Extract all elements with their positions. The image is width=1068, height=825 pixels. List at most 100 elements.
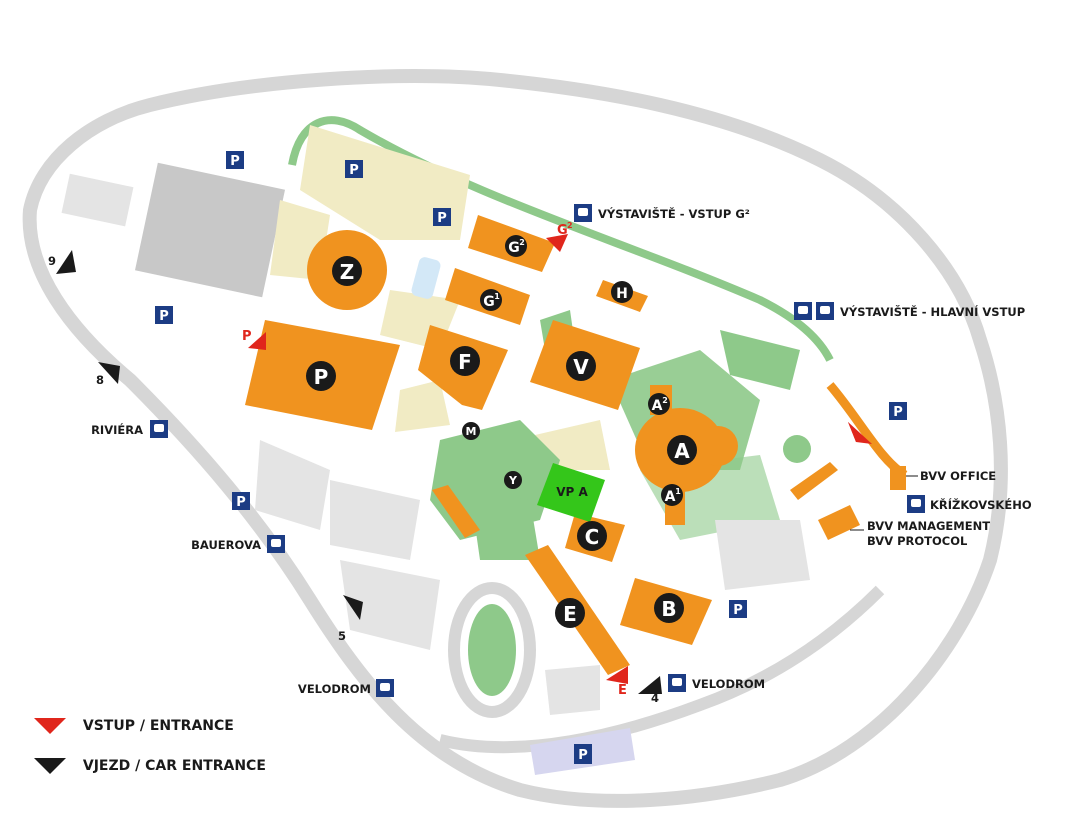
bus-stop-bauerova[interactable] [267,535,285,553]
svg-text:G: G [483,294,495,310]
pond [411,257,441,299]
svg-text:C: C [585,525,600,549]
svg-text:P: P [230,154,240,169]
svg-text:2: 2 [662,396,668,405]
entrance-g2[interactable]: G 2 [546,221,573,252]
legend-car-entrance-text: VJEZD / CAR ENTRANCE [82,758,266,774]
badge-e[interactable]: E [555,598,585,628]
svg-text:P: P [578,748,588,763]
parking-sign[interactable]: P [433,208,451,226]
car-entrance-8[interactable]: 8 [96,362,120,387]
badge-v[interactable]: V [566,351,596,381]
badge-a[interactable]: A [667,435,697,465]
badge-c[interactable]: C [577,521,607,551]
svg-text:G: G [557,223,568,238]
vp-a-field [537,463,605,522]
svg-text:A: A [674,439,690,463]
svg-text:P: P [893,405,903,420]
bus-stop-krizkovskeho[interactable] [907,495,925,513]
stop-label-krizkovskeho: KŘÍŽKOVSKÉHO [930,497,1032,512]
entrance-main[interactable] [848,422,872,444]
legend-car-entrance: VJEZD / CAR ENTRANCE [34,758,266,774]
badge-b[interactable]: B [654,593,684,623]
black-triangle-icon [34,758,66,774]
car-park-light [61,173,134,227]
svg-text:H: H [616,286,628,302]
badge-m[interactable]: M [462,422,480,440]
svg-text:P: P [437,211,447,226]
parking-sign[interactable]: P [889,402,907,420]
vp-a-label: VP A [556,485,588,499]
svg-text:4: 4 [651,691,659,705]
grey-block-1 [255,440,330,530]
svg-text:A: A [665,489,676,505]
svg-text:M: M [466,425,477,438]
parking-sign[interactable]: P [155,306,173,324]
svg-text:V: V [573,355,589,379]
grey-block-2 [330,480,420,560]
legend-entrance-text: VSTUP / ENTRANCE [82,718,234,734]
legend-entrance: VSTUP / ENTRANCE [34,718,234,734]
bus-stop-hlavni[interactable] [816,302,834,320]
svg-text:5: 5 [338,629,346,643]
bvv-management-building [818,505,860,540]
svg-text:2: 2 [519,238,525,247]
green-border-top [288,116,834,362]
svg-text:G: G [508,240,520,256]
bvv-protocol-label: BVV PROTOCOL [867,534,968,548]
svg-text:1: 1 [675,487,681,496]
car-entrance-5[interactable]: 5 [338,595,363,643]
badge-p[interactable]: P [306,361,336,391]
stadium-field [468,604,516,696]
stop-label-hlavni: VÝSTAVIŠTĚ - HLAVNÍ VSTUP [840,304,1025,319]
red-triangle-icon [34,718,66,734]
entrance-p[interactable]: P [242,329,266,350]
beige-zone-north [300,125,470,240]
svg-text:A: A [652,398,663,414]
svg-text:F: F [458,350,472,374]
orange-strip-east [790,462,838,500]
svg-text:Z: Z [340,260,355,284]
bvv-office-arc [826,382,908,479]
svg-text:E: E [563,602,577,626]
entrance-e[interactable]: E [606,666,628,698]
bus-stop-velodrom-right[interactable] [668,674,686,692]
grey-block-3 [340,560,440,650]
svg-text:2: 2 [567,221,573,230]
stop-label-vstup-g2: VÝSTAVIŠTĚ - VSTUP G² [598,206,750,221]
badge-z[interactable]: Z [332,256,362,286]
car-entrance-9[interactable]: 9 [48,250,76,274]
parking-sign[interactable]: P [226,151,244,169]
bus-stop-riviera[interactable] [150,420,168,438]
parking-sign[interactable]: P [729,600,747,618]
svg-text:9: 9 [48,254,56,268]
tram-stop-vstup-g2[interactable] [574,204,592,222]
stop-label-velodrom-left: VELODROM [298,682,371,696]
parking-sign[interactable]: P [345,160,363,178]
green-area-2 [470,490,540,560]
parking-house-sign[interactable]: P [574,744,592,764]
ring-road [22,69,1008,808]
beige-zone-south [395,380,450,432]
bus-stop-velodrom-left[interactable] [376,679,394,697]
green-round [783,435,811,463]
svg-text:1: 1 [494,292,500,301]
grey-block-5 [545,665,600,715]
parking-sign[interactable]: P [232,492,250,510]
badge-h[interactable]: H [611,281,633,303]
pavilion-a-apse [698,426,738,466]
badge-y[interactable]: Y [504,471,522,489]
grey-block-4 [715,520,810,590]
svg-text:P: P [242,329,252,344]
svg-text:P: P [733,603,743,618]
svg-text:E: E [618,683,627,698]
svg-text:P: P [314,365,329,389]
badge-f[interactable]: F [450,346,480,376]
car-entrance-4[interactable]: 4 [638,676,662,705]
tram-stop-hlavni[interactable] [794,302,812,320]
